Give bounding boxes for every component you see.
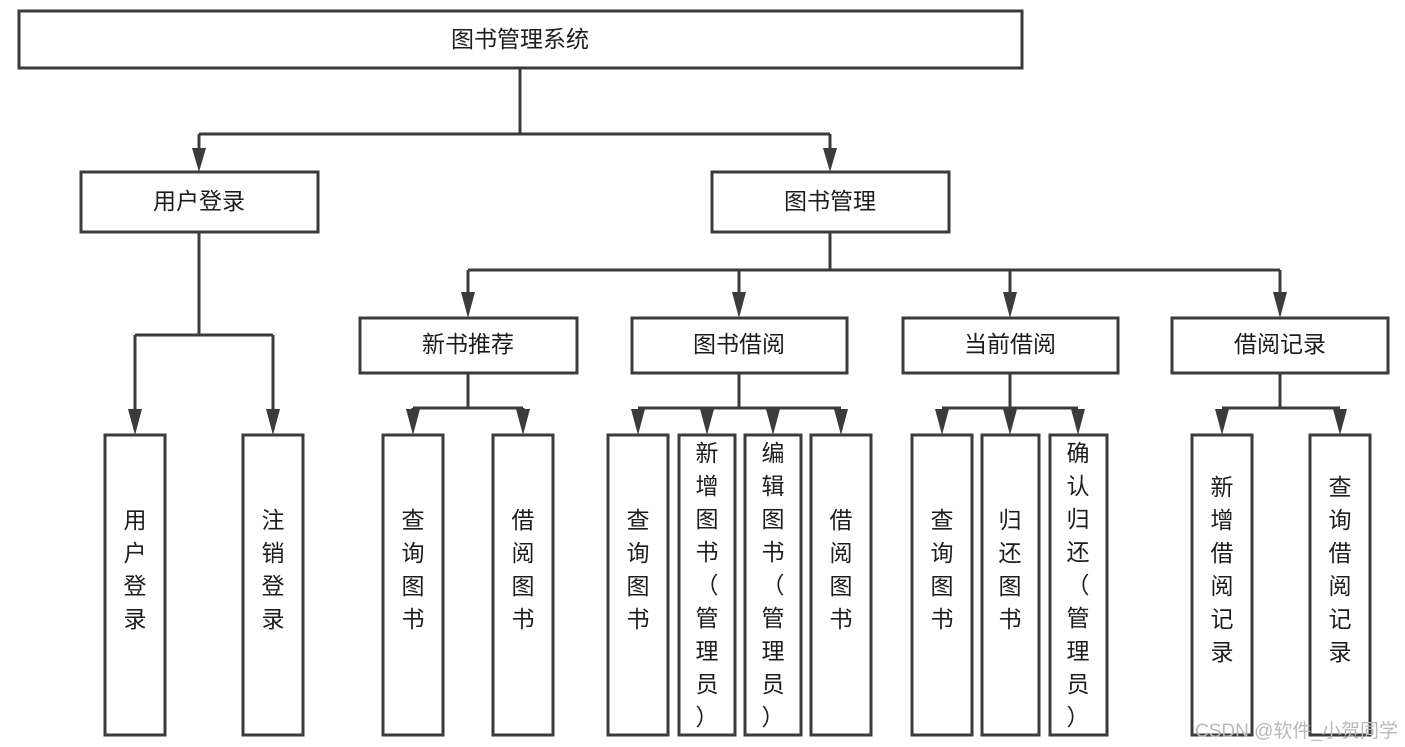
node-current-borrow-box[interactable]	[901, 316, 1120, 375]
leaf-node-recommend-query-book-label: 查询图书	[402, 507, 425, 632]
leaf-node-current-confirm-return-label: 确认归还（管理员）	[1067, 440, 1090, 730]
arrow-head-borrow-leaf-4	[834, 409, 848, 435]
leaf-node-borrow-query-book-label: 查询图书	[627, 507, 650, 632]
arrow-head-recommend-leaf-2	[516, 409, 530, 435]
leaf-node-record-query-record-box[interactable]	[1308, 433, 1372, 737]
leaf-node-logout[interactable]: 注销登录	[241, 433, 305, 737]
arrow-head-current-leaf-1	[935, 409, 949, 435]
node-book-management-box[interactable]	[710, 170, 951, 234]
leaf-node-borrow-edit-book-box[interactable]	[743, 433, 803, 737]
arrow-head-current-leaf-3	[1071, 409, 1085, 435]
leaf-node-borrow-add-book-box[interactable]	[677, 433, 737, 737]
arrow-head-user-login	[192, 148, 206, 172]
leaf-node-record-add-record[interactable]: 新增借阅记录	[1190, 433, 1254, 737]
leaf-node-user-login[interactable]: 用户登录	[103, 433, 167, 737]
leaf-node-record-query-record[interactable]: 查询借阅记录	[1308, 433, 1372, 737]
leaf-node-record-query-record-label: 查询借阅记录	[1329, 474, 1352, 665]
node-book-management-label: 图书管理	[784, 188, 876, 214]
node-root-system[interactable]: 图书管理系统	[17, 9, 1024, 70]
node-book-management[interactable]: 图书管理	[710, 170, 951, 234]
leaf-node-borrow-borrow-book-box[interactable]	[809, 433, 873, 737]
leaf-node-current-return-book-label: 归还图书	[999, 507, 1022, 632]
leaf-node-borrow-query-book-box[interactable]	[606, 433, 670, 737]
leaf-node-current-return-book-box[interactable]	[980, 433, 1041, 737]
arrow-head-borrow-leaf-2	[700, 409, 714, 435]
leaf-node-recommend-query-book[interactable]: 查询图书	[381, 433, 445, 737]
arrow-head-borrow-leaf-3	[766, 409, 780, 435]
leaf-node-current-query-book-box[interactable]	[910, 433, 974, 737]
leaf-node-current-confirm-return[interactable]: 确认归还（管理员）	[1048, 433, 1109, 737]
arrow-head-borrow-record	[1273, 292, 1287, 318]
arrow-head-borrow-leaf-1	[631, 409, 645, 435]
arrow-head-new-book-recommend	[461, 292, 475, 318]
arrow-head-book-mgmt	[823, 148, 837, 172]
node-borrow-record-label: 借阅记录	[1234, 331, 1326, 357]
leaf-node-user-login-box[interactable]	[103, 433, 167, 737]
node-new-book-recommend-box[interactable]	[358, 316, 579, 375]
node-new-book-recommend[interactable]: 新书推荐	[358, 316, 579, 375]
leaf-node-recommend-borrow-book[interactable]: 借阅图书	[491, 433, 555, 737]
arrow-head-leaf-logout	[266, 409, 280, 435]
node-borrow-record[interactable]: 借阅记录	[1170, 316, 1390, 375]
arrow-head-book-borrow	[732, 292, 746, 318]
leaf-node-borrow-query-book[interactable]: 查询图书	[606, 433, 670, 737]
arrow-head-record-leaf-2	[1333, 409, 1347, 435]
leaf-node-record-add-record-label: 新增借阅记录	[1211, 474, 1234, 665]
arrow-head-record-leaf-1	[1215, 409, 1229, 435]
leaf-node-borrow-borrow-book[interactable]: 借阅图书	[809, 433, 873, 737]
leaf-node-borrow-add-book-label: 新增图书（管理员）	[696, 440, 719, 730]
leaf-node-borrow-edit-book-label: 编辑图书（管理员）	[762, 440, 785, 730]
leaf-node-borrow-borrow-book-label: 借阅图书	[830, 507, 853, 632]
connector-layer	[128, 68, 1347, 435]
leaf-node-recommend-borrow-book-box[interactable]	[491, 433, 555, 737]
leaf-node-current-query-book[interactable]: 查询图书	[910, 433, 974, 737]
node-user-login-box[interactable]	[79, 170, 320, 234]
leaf-node-current-return-book[interactable]: 归还图书	[980, 433, 1041, 737]
node-user-login[interactable]: 用户登录	[79, 170, 320, 234]
leaf-node-logout-box[interactable]	[241, 433, 305, 737]
leaf-node-current-query-book-label: 查询图书	[931, 507, 954, 632]
leaf-node-current-confirm-return-box[interactable]	[1048, 433, 1109, 737]
leaf-node-user-login-label: 用户登录	[124, 507, 147, 632]
leaf-node-borrow-add-book[interactable]: 新增图书（管理员）	[677, 433, 737, 737]
arrow-head-leaf-user-login	[128, 409, 142, 435]
node-current-borrow[interactable]: 当前借阅	[901, 316, 1120, 375]
node-new-book-recommend-label: 新书推荐	[422, 331, 514, 357]
arrow-head-recommend-leaf-1	[406, 409, 420, 435]
node-book-borrow[interactable]: 图书借阅	[630, 316, 849, 375]
node-current-borrow-label: 当前借阅	[964, 331, 1056, 357]
leaf-node-record-add-record-box[interactable]	[1190, 433, 1254, 737]
leaf-node-logout-label: 注销登录	[262, 507, 285, 632]
arrow-head-current-borrow	[1003, 292, 1017, 318]
arrow-head-current-leaf-2	[1003, 409, 1017, 435]
leaf-node-recommend-borrow-book-label: 借阅图书	[512, 507, 535, 632]
csdn-watermark: CSDN @软件_小贺同学	[1195, 720, 1398, 742]
node-user-login-label: 用户登录	[153, 188, 245, 214]
node-borrow-record-box[interactable]	[1170, 316, 1390, 375]
node-root-system-label: 图书管理系统	[451, 26, 589, 52]
node-book-borrow-box[interactable]	[630, 316, 849, 375]
node-root-system-box[interactable]	[17, 9, 1024, 70]
leaf-node-recommend-query-book-box[interactable]	[381, 433, 445, 737]
node-book-borrow-label: 图书借阅	[693, 331, 785, 357]
leaf-node-borrow-edit-book[interactable]: 编辑图书（管理员）	[743, 433, 803, 737]
